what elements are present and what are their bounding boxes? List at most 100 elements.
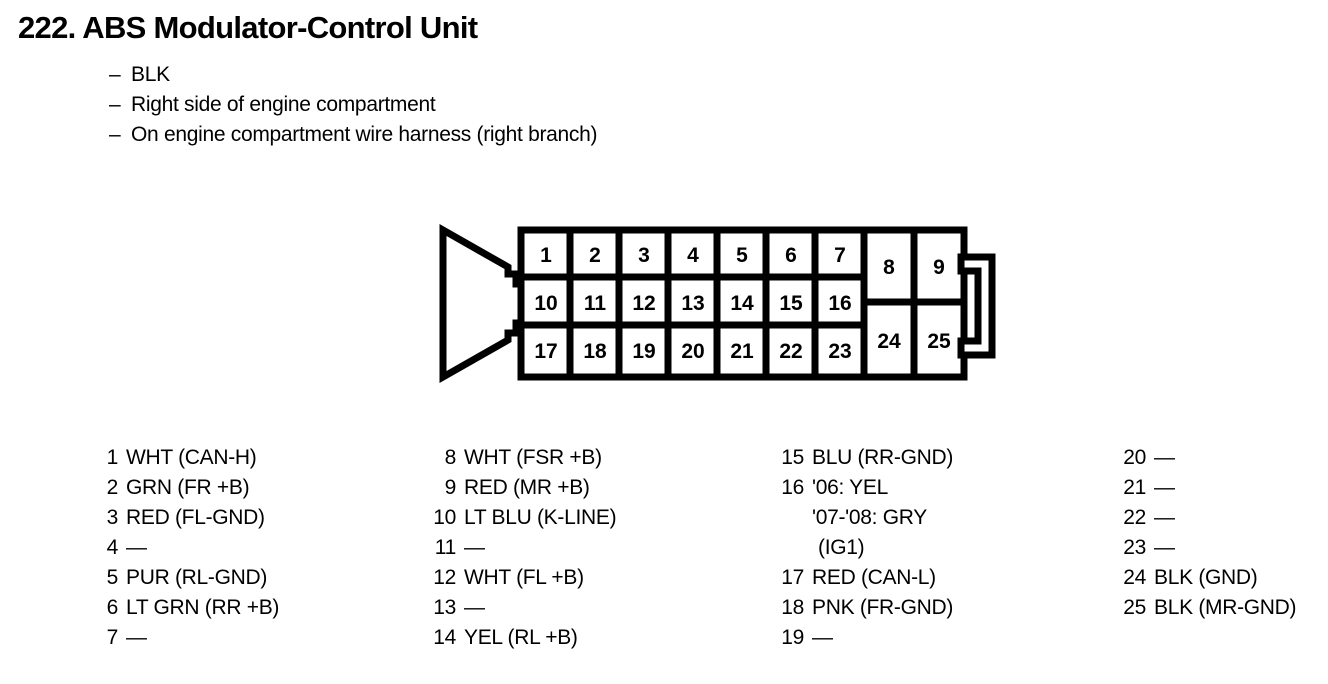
pin-number: 21 [1123,476,1146,499]
pin-cell-1: 1 [540,244,552,267]
page-title: 222. ABS Modulator-Control Unit [18,10,478,45]
pin-number: 19 [781,626,804,649]
pin-cell-20: 20 [681,340,704,363]
pin-cell-25: 25 [927,330,951,353]
pin-cell-23: 23 [828,340,851,363]
note-dash-icon: – [109,123,121,146]
pin-list-row: 5 PUR (RL-GND) [88,566,388,596]
pin-list-column: 1 WHT (CAN-H) 2 GRN (FR +B) 3 RED (FL-GN… [88,446,388,656]
pin-label: RED (CAN-L) [812,566,936,589]
notes-list: –BLK –Right side of engine compartment –… [109,60,1009,150]
pin-list-row: 24 BLK (GND) [1116,566,1326,596]
pin-list-row: 1 WHT (CAN-H) [88,446,388,476]
pin-cell-22: 22 [779,340,802,363]
pin-number: 13 [433,596,456,619]
pin-cell-7: 7 [834,244,846,267]
pin-assignment-list: 1 WHT (CAN-H) 2 GRN (FR +B) 3 RED (FL-GN… [0,446,1328,666]
pin-list-row: 2 GRN (FR +B) [88,476,388,506]
pin-list-row: 23 — [1116,536,1326,566]
note-text: Right side of engine compartment [131,93,436,116]
pin-label: — [126,536,147,559]
pin-number: 9 [444,476,457,499]
pin-list-row: 6 LT GRN (RR +B) [88,596,388,626]
pin-list-row: 15 BLU (RR-GND) [774,446,1074,476]
pin-label: — [126,626,147,649]
pin-list-row: 11 — [426,536,726,566]
pin-label: — [1154,476,1175,499]
pin-number: 23 [1123,536,1146,559]
pin-number: 25 [1123,596,1146,619]
pin-cell-12: 12 [632,292,655,315]
pin-number: 16 [781,476,804,499]
pin-cell-9: 9 [933,256,945,279]
pin-cell-21: 21 [730,340,754,363]
pin-label: LT BLU (K-LINE) [464,506,617,529]
pin-list-column: 15 BLU (RR-GND) 16 '06: YEL '07-'08: GRY… [774,446,1074,656]
pin-number: 17 [781,566,804,589]
pin-number: 1 [106,446,119,469]
pin-label: RED (MR +B) [464,476,590,499]
pin-label: — [1154,506,1175,529]
pin-label: — [464,596,485,619]
pin-list-row: 13 — [426,596,726,626]
pin-list-column: 20 — 21 — 22 — 23 — 24 BLK (GND) 25 BLK … [1116,446,1326,626]
pin-list-subrow: '07-'08: GRY [774,506,1074,536]
pin-label: RED (FL-GND) [126,506,265,529]
pin-number: 4 [106,536,119,559]
pin-number: 3 [106,506,119,529]
pin-cell-10: 10 [534,292,557,315]
pin-list-row: 25 BLK (MR-GND) [1116,596,1326,626]
note-text: BLK [131,63,170,86]
pin-number: 5 [106,566,119,589]
pin-label: — [812,626,833,649]
pin-list-row: 4 — [88,536,388,566]
pin-number: 6 [106,596,119,619]
pin-cell-18: 18 [583,340,607,363]
pin-list-row: 9 RED (MR +B) [426,476,726,506]
pin-cell-24: 24 [877,330,901,353]
pin-sublabel: (IG1) [818,536,865,559]
pin-list-row: 14 YEL (RL +B) [426,626,726,656]
pin-number: 24 [1123,566,1146,589]
pin-cell-13: 13 [681,292,704,315]
pin-cell-4: 4 [687,244,699,267]
note-line: –BLK [109,60,1009,90]
note-line: –Right side of engine compartment [109,90,1009,120]
pin-number: 14 [433,626,456,649]
pin-label: BLU (RR-GND) [812,446,954,469]
pin-label: — [1154,536,1175,559]
pin-label: — [464,536,485,559]
connector-pinout-diagram: 1 2 3 4 5 6 7 10 11 12 13 14 15 16 17 18… [430,222,1010,392]
pin-cell-14: 14 [730,292,754,315]
pin-number: 15 [781,446,804,469]
pin-list-row: 10 LT BLU (K-LINE) [426,506,726,536]
pin-label: LT GRN (RR +B) [126,596,280,619]
pin-list-row: 22 — [1116,506,1326,536]
pin-cell-2: 2 [589,244,601,267]
pin-cell-5: 5 [736,244,748,267]
pin-label: GRN (FR +B) [126,476,250,499]
pin-list-row: 17 RED (CAN-L) [774,566,1074,596]
locking-tab-icon [957,253,996,359]
pin-list-row: 7 — [88,626,388,656]
pin-label: BLK (MR-GND) [1154,596,1297,619]
pin-label: PNK (FR-GND) [812,596,954,619]
note-line: –On engine compartment wire harness (rig… [109,120,1009,150]
pin-cell-8: 8 [883,256,895,279]
pin-list-row: 12 WHT (FL +B) [426,566,726,596]
pin-number: 2 [106,476,119,499]
pin-label: PUR (RL-GND) [126,566,268,589]
pin-number: 18 [781,596,804,619]
pin-label: WHT (FL +B) [464,566,584,589]
pin-number: 11 [434,536,457,559]
note-dash-icon: – [109,93,121,116]
pin-sublabel: '07-'08: GRY [812,506,927,529]
pin-cell-16: 16 [828,292,851,315]
pin-list-row: 18 PNK (FR-GND) [774,596,1074,626]
wire-exit-wedge-icon [439,223,526,384]
pin-label: '06: YEL [812,476,888,499]
pin-list-row: 19 — [774,626,1074,656]
pin-label: WHT (FSR +B) [464,446,602,469]
note-dash-icon: – [109,63,121,86]
pin-list-row: 8 WHT (FSR +B) [426,446,726,476]
